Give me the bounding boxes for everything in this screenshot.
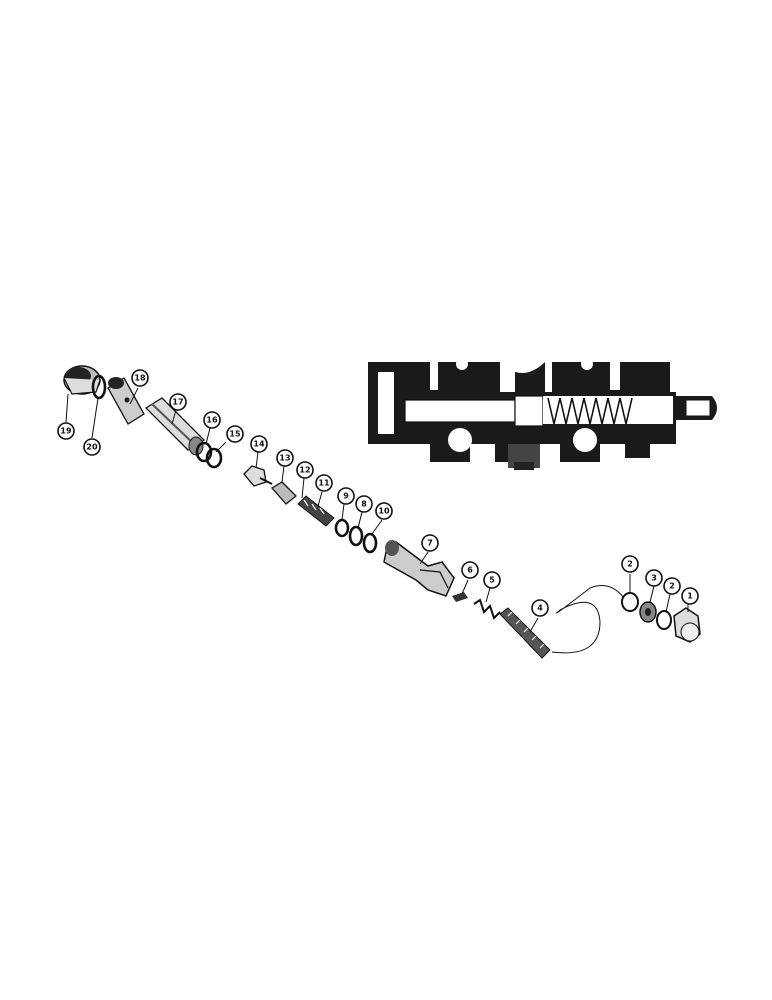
part-18-sleeve xyxy=(107,377,145,425)
callout-17: 17 xyxy=(169,393,187,411)
callout-10: 10 xyxy=(375,502,393,520)
svg-text:16: 16 xyxy=(206,416,218,425)
callout-16: 16 xyxy=(203,411,221,429)
part-6-pin xyxy=(452,592,468,602)
svg-text:12: 12 xyxy=(299,466,310,475)
part-7-housing xyxy=(383,540,455,597)
svg-text:7: 7 xyxy=(427,539,433,548)
callout-5: 5 xyxy=(483,571,501,589)
callout-18: 18 xyxy=(131,369,149,387)
valve-body-cutaway xyxy=(368,358,717,470)
part-16-15-rings xyxy=(195,441,223,469)
connecting-lanyard xyxy=(551,585,625,654)
svg-text:1: 1 xyxy=(687,592,693,601)
svg-text:5: 5 xyxy=(489,576,495,585)
part-14-poppet xyxy=(243,465,273,487)
callout-19: 19 xyxy=(57,422,75,440)
callout-14: 14 xyxy=(250,435,268,453)
callout-6: 6 xyxy=(461,561,479,579)
svg-text:18: 18 xyxy=(134,374,146,383)
part-17-spool xyxy=(144,397,206,456)
part-4-adjusting-screw xyxy=(499,607,551,659)
leader-lines xyxy=(65,387,689,633)
callout-4: 4 xyxy=(531,599,549,617)
part-13-seat xyxy=(270,481,297,505)
svg-text:15: 15 xyxy=(229,430,241,439)
callout-20: 20 xyxy=(83,438,101,456)
callout-2-second: 2 xyxy=(663,577,681,595)
svg-text:20: 20 xyxy=(86,443,98,452)
svg-text:11: 11 xyxy=(318,479,330,488)
callout-3: 3 xyxy=(645,569,663,587)
svg-text:2: 2 xyxy=(627,560,633,569)
svg-text:19: 19 xyxy=(60,427,72,436)
part-5-spring xyxy=(473,598,501,620)
part-20-o-ring xyxy=(91,374,107,400)
callout-1: 1 xyxy=(681,587,699,605)
svg-text:2: 2 xyxy=(669,582,675,591)
callout-15: 15 xyxy=(226,425,244,443)
svg-text:4: 4 xyxy=(537,604,543,613)
svg-text:10: 10 xyxy=(378,507,390,516)
svg-text:9: 9 xyxy=(343,492,349,501)
callout-9: 9 xyxy=(337,487,355,505)
part-12-11-piston xyxy=(297,495,335,527)
callout-11: 11 xyxy=(315,474,333,492)
callout-7: 7 xyxy=(421,534,439,552)
part-3-nut xyxy=(639,601,657,623)
svg-text:17: 17 xyxy=(172,398,183,407)
callout-2: 2 xyxy=(621,555,639,573)
callout-12: 12 xyxy=(296,461,314,479)
part-2-washer-second xyxy=(656,610,672,630)
part-9-8-10-rings xyxy=(334,518,378,554)
svg-text:14: 14 xyxy=(253,440,265,449)
part-19-plug xyxy=(63,365,101,395)
callout-8: 8 xyxy=(355,495,373,513)
svg-text:13: 13 xyxy=(279,454,290,463)
part-1-cap-nut xyxy=(673,607,701,643)
svg-text:6: 6 xyxy=(467,566,473,575)
part-2-washer xyxy=(621,592,639,612)
svg-text:3: 3 xyxy=(651,574,657,583)
callout-13: 13 xyxy=(276,449,294,467)
svg-text:8: 8 xyxy=(361,500,367,509)
